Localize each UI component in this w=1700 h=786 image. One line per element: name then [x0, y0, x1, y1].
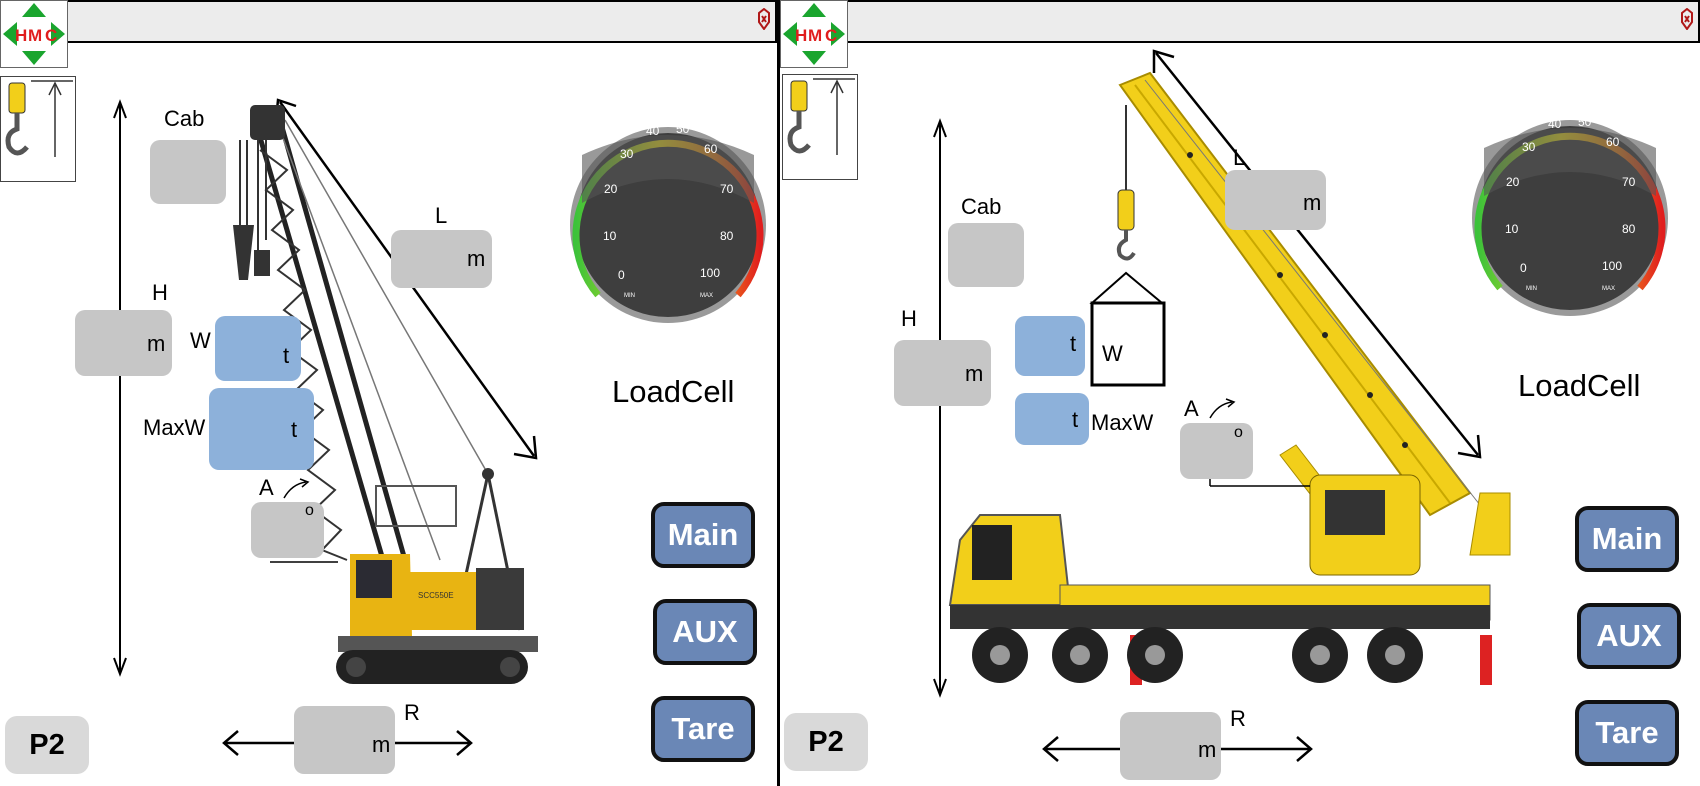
max-weight-unit: t — [1072, 407, 1079, 432]
gauge-tick-70: 70 — [720, 182, 734, 196]
gauge-min-label: MIN — [1526, 286, 1537, 292]
gauge-tick-40: 40 — [646, 124, 660, 138]
angle-unit: o — [305, 502, 314, 519]
length-label: L — [1233, 145, 1246, 170]
height-value-box — [75, 310, 172, 376]
tare-button[interactable]: Tare — [651, 696, 755, 762]
logo-letter-h: H — [15, 26, 27, 45]
radius-unit: m — [1198, 737, 1217, 762]
logo-letter-m: M — [808, 26, 822, 45]
tare-button[interactable]: Tare — [1575, 700, 1679, 766]
gauge-tick-100: 100 — [1602, 259, 1622, 273]
crawler-panel: H M C — [0, 0, 777, 786]
gauge-tick-50: 50 — [676, 122, 690, 136]
title-bar — [0, 0, 777, 43]
aux-button[interactable]: AUX — [653, 599, 757, 665]
angle-label: A — [259, 475, 274, 500]
angle-label: A — [1184, 396, 1199, 421]
gauge-max-label: MAX — [1602, 286, 1615, 292]
cab-value-box — [948, 223, 1024, 287]
radius-label: R — [404, 700, 420, 725]
gauge-min-label: MIN — [624, 293, 635, 299]
weight-unit: t — [1070, 331, 1077, 356]
page-p2-button[interactable]: P2 — [5, 716, 89, 774]
gauge-tick-20: 20 — [1506, 175, 1520, 189]
close-icon[interactable] — [1680, 8, 1694, 30]
logo-letter-c: C — [825, 26, 837, 45]
height-unit: m — [965, 361, 984, 386]
hmc-logo: H M C — [780, 0, 848, 68]
loadcell-gauge: 0 10 20 30 40 50 60 70 80 100 MIN MAX — [570, 122, 766, 323]
gauge-tick-80: 80 — [720, 229, 734, 243]
radius-value-box — [1120, 712, 1221, 780]
main-button[interactable]: Main — [1575, 506, 1679, 572]
main-button[interactable]: Main — [651, 502, 755, 568]
panel-divider — [777, 0, 780, 786]
close-icon[interactable] — [757, 8, 771, 30]
length-value-box — [391, 230, 492, 288]
height-unit: m — [147, 331, 166, 356]
weight-unit: t — [283, 343, 290, 368]
crawler-crane-image: SCC550E — [113, 98, 538, 684]
page-p2-button[interactable]: P2 — [784, 713, 868, 771]
crane-marking: SCC550E — [418, 591, 454, 600]
logo-letter-c: C — [45, 26, 57, 45]
logo-letter-h: H — [795, 26, 807, 45]
height-label: H — [152, 280, 168, 305]
gauge-tick-40: 40 — [1548, 117, 1562, 131]
hook-mode-icon[interactable] — [0, 76, 76, 182]
hook-mode-icon[interactable] — [782, 74, 858, 180]
max-weight-value-box — [1015, 393, 1089, 445]
radius-value-box — [294, 706, 395, 774]
gauge-tick-50: 50 — [1578, 115, 1592, 129]
gauge-tick-0: 0 — [1520, 261, 1527, 275]
gauge-tick-80: 80 — [1622, 222, 1636, 236]
gauge-tick-60: 60 — [704, 142, 718, 156]
angle-unit: o — [1234, 424, 1243, 441]
gauge-tick-10: 10 — [1505, 222, 1519, 236]
gauge-tick-100: 100 — [700, 266, 720, 280]
gauge-tick-30: 30 — [1522, 140, 1536, 154]
angle-value-box — [1180, 423, 1253, 479]
truck-crane-image — [933, 49, 1511, 698]
weight-label: W — [1102, 341, 1123, 366]
loadcell-title: LoadCell — [612, 374, 735, 409]
weight-value-box — [215, 316, 301, 381]
truck-panel: H M C — [780, 0, 1700, 786]
length-unit: m — [1303, 190, 1322, 215]
height-value-box — [894, 340, 991, 406]
gauge-tick-10: 10 — [603, 229, 617, 243]
length-unit: m — [467, 246, 486, 271]
angle-arrow-icon — [1209, 398, 1236, 419]
cab-label: Cab — [961, 194, 1002, 219]
radius-unit: m — [372, 732, 391, 757]
gauge-tick-20: 20 — [604, 182, 618, 196]
gauge-max-label: MAX — [700, 293, 713, 299]
radius-label: R — [1230, 706, 1246, 731]
height-label: H — [901, 306, 917, 331]
loadcell-gauge: 0 10 20 30 40 50 60 70 80 100 MIN MAX — [1472, 115, 1668, 316]
cab-label: Cab — [164, 106, 205, 131]
gauge-tick-60: 60 — [1606, 135, 1620, 149]
max-weight-label: MaxW — [143, 415, 206, 440]
angle-value-box — [251, 502, 324, 558]
gauge-tick-70: 70 — [1622, 175, 1636, 189]
length-label: L — [435, 203, 448, 228]
weight-value-box — [1015, 316, 1085, 376]
gauge-tick-30: 30 — [620, 147, 634, 161]
cab-value-box — [150, 140, 226, 204]
hmc-logo: H M C — [0, 0, 68, 68]
max-weight-unit: t — [291, 417, 298, 442]
weight-label: W — [190, 328, 211, 353]
logo-letter-m: M — [28, 26, 42, 45]
angle-arrow-icon — [283, 478, 310, 499]
aux-button[interactable]: AUX — [1577, 603, 1681, 669]
title-bar — [780, 0, 1700, 43]
gauge-tick-0: 0 — [618, 268, 625, 282]
length-value-box — [1225, 170, 1326, 230]
max-weight-label: MaxW — [1091, 410, 1154, 435]
loadcell-title: LoadCell — [1518, 368, 1641, 403]
max-weight-value-box — [209, 388, 314, 470]
